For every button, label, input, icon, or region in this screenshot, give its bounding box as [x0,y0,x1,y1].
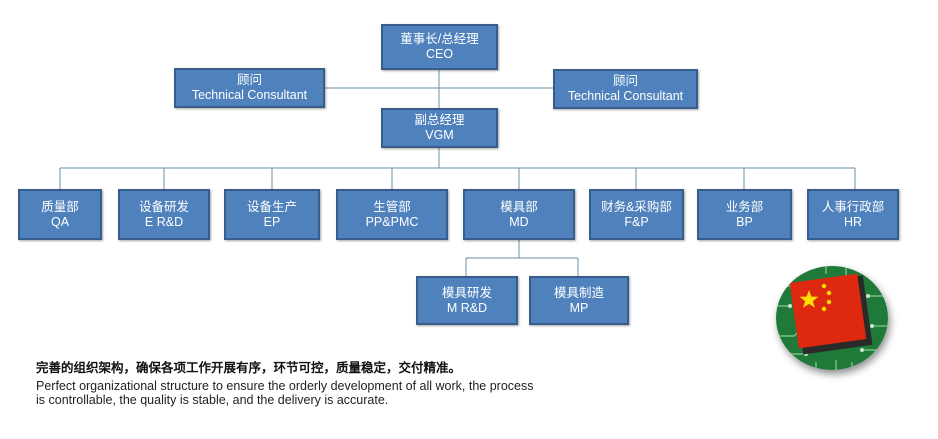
node-vgm-zh: 副总经理 [414,113,465,127]
node-pmc: 生管部 PP&PMC [336,189,448,240]
node-vgm: 副总经理 VGM [381,108,498,148]
node-bp-zh: 业务部 [725,199,764,214]
node-fp-en: F&P [624,214,649,229]
node-hr-en: HR [843,214,863,229]
node-vgm-en: VGM [425,128,454,142]
node-bp-en: BP [736,214,753,229]
node-ceo-en: CEO [425,47,454,61]
node-consultant-right-en: Technical Consultant [567,89,684,103]
node-consultant-left: 顾问 Technical Consultant [174,68,325,108]
caption-en: Perfect organizational structure to ensu… [36,379,534,407]
chip-illustration [776,266,888,370]
node-mp-en: MP [569,300,589,315]
node-ep-zh: 设备生产 [246,199,297,214]
node-ceo-zh: 董事长/总经理 [400,32,479,46]
node-erd: 设备研发 E R&D [118,189,210,240]
node-qa: 质量部 QA [18,189,102,240]
node-md-en: MD [509,214,529,229]
node-bp: 业务部 BP [697,189,792,240]
node-mrd: 模具研发 M R&D [416,276,518,325]
node-ceo: 董事长/总经理 CEO [381,24,498,70]
node-mrd-en: M R&D [446,300,488,315]
node-consultant-right: 顾问 Technical Consultant [553,69,698,109]
node-ep: 设备生产 EP [224,189,320,240]
node-hr-zh: 人事行政部 [821,199,885,214]
node-consultant-left-en: Technical Consultant [191,88,308,102]
china-flag-chip-icon [776,266,888,370]
node-fp: 财务&采购部 F&P [589,189,684,240]
node-pmc-zh: 生管部 [373,199,411,214]
node-md: 模具部 MD [463,189,575,240]
node-mp-zh: 模具制造 [553,285,604,300]
node-mp: 模具制造 MP [529,276,629,325]
node-md-zh: 模具部 [500,199,538,214]
node-mrd-zh: 模具研发 [441,285,492,300]
node-erd-zh: 设备研发 [138,199,189,214]
node-consultant-right-zh: 顾问 [612,74,638,88]
node-qa-en: QA [50,214,70,229]
caption-zh: 完善的组织架构，确保各项工作开展有序，环节可控，质量稳定，交付精准。 [36,360,462,375]
node-consultant-left-zh: 顾问 [236,73,262,87]
caption: 完善的组织架构，确保各项工作开展有序，环节可控，质量稳定，交付精准。 Perfe… [36,357,536,407]
node-ep-en: EP [263,214,281,229]
node-fp-zh: 财务&采购部 [601,199,672,214]
node-erd-en: E R&D [144,214,184,229]
node-pmc-en: PP&PMC [365,214,419,229]
node-hr: 人事行政部 HR [807,189,899,240]
node-qa-zh: 质量部 [41,199,79,214]
